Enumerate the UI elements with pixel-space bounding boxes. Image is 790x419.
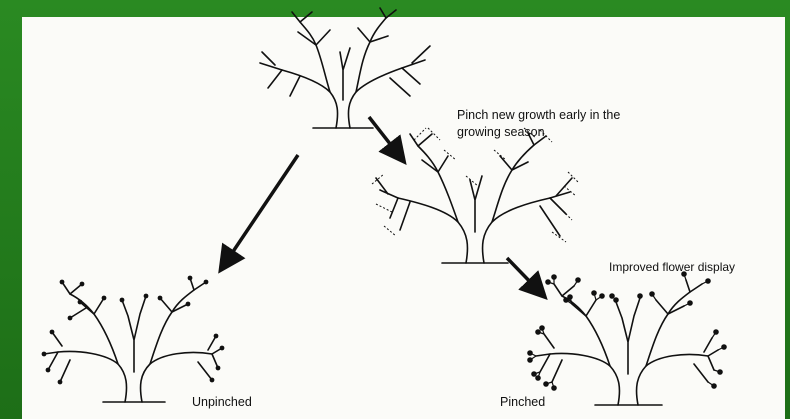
pinched-tree (536, 280, 718, 405)
arrows (226, 117, 538, 290)
pinched-label: Pinched (500, 394, 545, 410)
unpinched-tree (44, 278, 222, 402)
improved-display-label: Improved flower display (609, 259, 735, 275)
arrow-to-pinching (369, 117, 398, 154)
pinching-tree (376, 133, 572, 263)
arrow-to-pinched (507, 258, 538, 290)
unpinched-label: Unpinched (192, 394, 252, 410)
original-tree (260, 8, 430, 128)
arrow-to-unpinched (226, 155, 298, 262)
pinch-instruction-line1: Pinch new growth early in the (457, 107, 620, 123)
pinch-instruction-line2: growing season (457, 124, 545, 140)
